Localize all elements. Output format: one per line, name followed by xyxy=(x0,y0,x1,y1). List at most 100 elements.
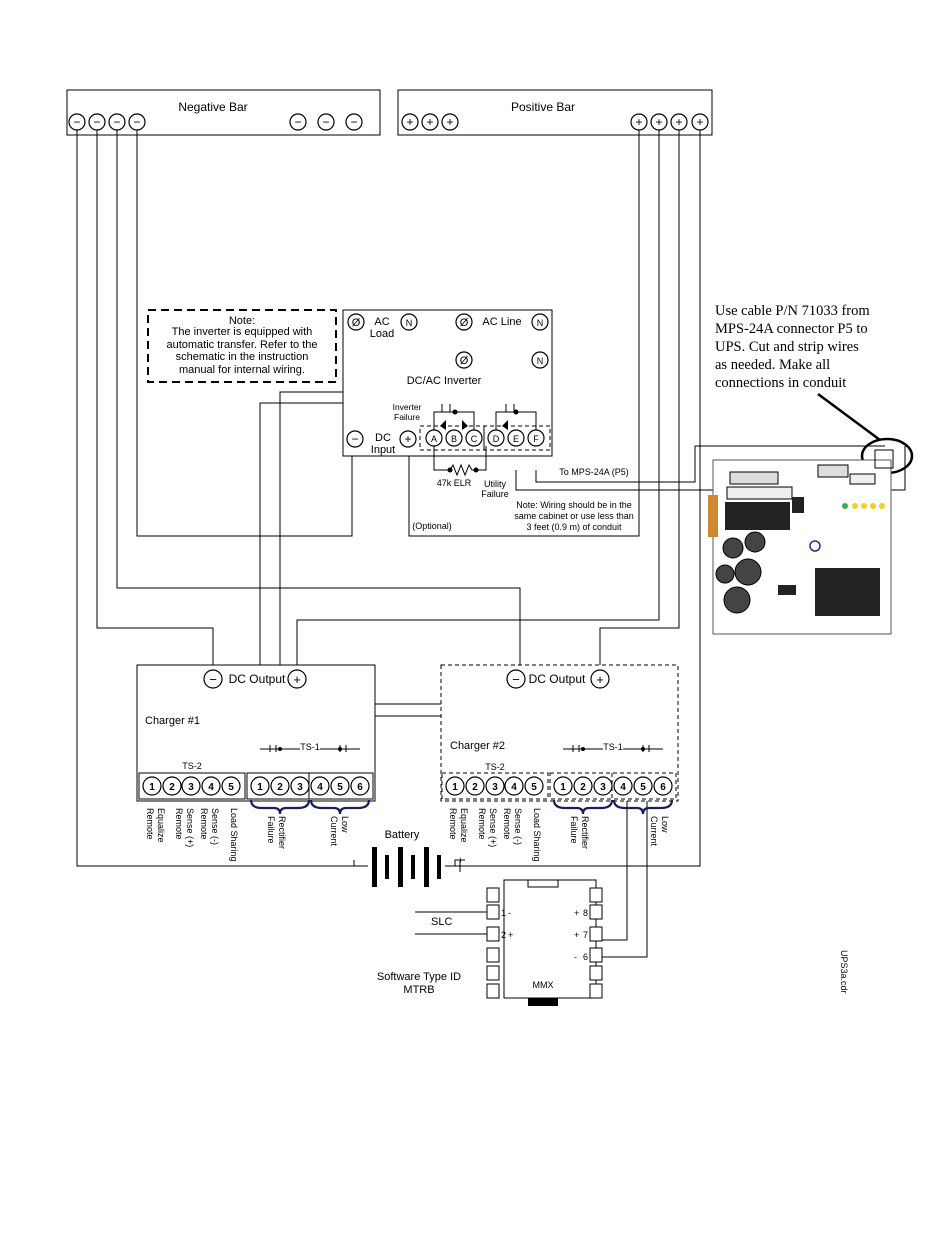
neg-term: − xyxy=(133,115,140,129)
note-heading: Note: xyxy=(229,315,255,327)
neg-term: − xyxy=(113,115,120,129)
to-mps-label: To MPS-24A (P5) xyxy=(559,467,629,477)
ac-load-label: Load xyxy=(370,328,394,340)
svg-text:Low: Low xyxy=(660,816,670,833)
pos-term: + xyxy=(635,115,642,129)
neutral-icon: N xyxy=(537,356,544,366)
cable-note: Use cable P/N 71033 from MPS-24A connect… xyxy=(715,303,870,391)
ts2-label: TS-2 xyxy=(182,761,202,771)
svg-text:2: 2 xyxy=(501,930,506,940)
svg-text:1: 1 xyxy=(257,782,263,793)
charger-1: − DC Output + Charger #1 TS-2 TS-1 1 2 3… xyxy=(136,664,376,815)
mmx-left-terminals: 1 - 2 + xyxy=(486,887,513,999)
neg-term: − xyxy=(294,115,301,129)
svg-text:-: - xyxy=(508,908,511,918)
svg-text:1: 1 xyxy=(149,782,155,793)
software-type-value: MTRB xyxy=(403,984,434,996)
charger-2: − DC Output + Charger #2 TS-2 TS-1 1 2 3… xyxy=(440,664,679,815)
svg-text:2: 2 xyxy=(580,782,586,793)
svg-text:3: 3 xyxy=(188,782,194,793)
svg-text:1: 1 xyxy=(560,782,566,793)
terminal-a: A xyxy=(431,434,437,444)
svg-text:6: 6 xyxy=(660,782,666,793)
svg-text:1: 1 xyxy=(452,782,458,793)
dc-input-label: Input xyxy=(371,444,395,456)
ts1-label: TS-1 xyxy=(603,742,623,752)
mmx-right-terminals: 8 + 7 + 6 - xyxy=(574,887,603,999)
svg-text:Current: Current xyxy=(329,816,339,847)
elr-label: 47k ELR xyxy=(437,478,472,488)
svg-text:Load Sharing: Load Sharing xyxy=(229,808,239,862)
svg-text:+: + xyxy=(574,930,579,940)
neg-term: − xyxy=(322,115,329,129)
neutral-icon: N xyxy=(537,318,544,328)
svg-text:7: 7 xyxy=(583,930,588,940)
charger-2-labels: Remote Equalize Remote Sense (+) Remote … xyxy=(448,808,670,862)
svg-text:2: 2 xyxy=(472,782,478,793)
terminal-e: E xyxy=(513,434,519,444)
plus-icon: + xyxy=(404,432,411,446)
svg-text:Remote: Remote xyxy=(502,808,512,840)
plus-icon: + xyxy=(293,672,301,687)
note-line: manual for internal wiring. xyxy=(179,364,305,376)
minus-icon: − xyxy=(351,432,358,446)
neg-term: − xyxy=(350,115,357,129)
inverter-title: DC/AC Inverter xyxy=(407,375,482,387)
svg-text:1: 1 xyxy=(501,908,506,918)
svg-text:4: 4 xyxy=(511,782,517,793)
pos-term: + xyxy=(406,115,413,129)
optional-label: (Optional) xyxy=(412,521,452,531)
mmx-label: MMX xyxy=(533,980,554,990)
terminal-d: D xyxy=(493,434,500,444)
svg-text:Rectifier: Rectifier xyxy=(277,816,287,849)
plus-icon: + xyxy=(596,672,604,687)
positive-bar: Positive Bar + + + + + + + xyxy=(397,89,713,136)
wiring-note: Note: Wiring should be in the same cabin… xyxy=(514,500,634,532)
svg-text:3: 3 xyxy=(600,782,606,793)
positive-bar-title: Positive Bar xyxy=(511,100,575,114)
utility-failure-label: Failure xyxy=(481,489,509,499)
pos-term: + xyxy=(446,115,453,129)
svg-text:Equalize: Equalize xyxy=(459,808,469,843)
charger-1-labels: Remote Equalize Remote Sense (+) Remote … xyxy=(145,808,350,862)
svg-text:2: 2 xyxy=(169,782,175,793)
pos-term: + xyxy=(696,115,703,129)
charger-title: Charger #1 xyxy=(145,715,200,727)
svg-text:Sense (-): Sense (-) xyxy=(210,808,220,845)
svg-text:UPS. Cut and strip wires: UPS. Cut and strip wires xyxy=(715,339,859,355)
note-line: schematic in the instruction xyxy=(176,351,309,363)
svg-text:5: 5 xyxy=(228,782,234,793)
svg-text:Remote: Remote xyxy=(477,808,487,840)
svg-text:8: 8 xyxy=(583,908,588,918)
svg-text:3 feet (0.9 m) of conduit: 3 feet (0.9 m) of conduit xyxy=(526,522,622,532)
svg-text:same cabinet or use less than: same cabinet or use less than xyxy=(514,511,634,521)
svg-text:6: 6 xyxy=(357,782,363,793)
terminal-b: B xyxy=(451,434,457,444)
svg-text:Rectifier: Rectifier xyxy=(580,816,590,849)
elr-resistor: 47k ELR Utility Failure xyxy=(433,446,509,499)
svg-text:Note: Wiring should be in the: Note: Wiring should be in the xyxy=(516,500,632,510)
svg-text:connections in conduit: connections in conduit xyxy=(715,375,846,391)
file-id: UPS3a.cdr xyxy=(839,950,849,994)
svg-text:+: + xyxy=(508,930,513,940)
svg-text:Load Sharing: Load Sharing xyxy=(532,808,542,862)
software-type-label: Software Type ID xyxy=(377,971,461,983)
svg-text:Equalize: Equalize xyxy=(156,808,166,843)
svg-text:Low: Low xyxy=(340,816,350,833)
svg-text:3: 3 xyxy=(297,782,303,793)
neutral-icon: N xyxy=(406,318,413,328)
ts1-label: TS-1 xyxy=(300,742,320,752)
svg-text:4: 4 xyxy=(208,782,214,793)
plus-icon: + xyxy=(458,855,463,865)
svg-text:MPS-24A connector P5 to: MPS-24A connector P5 to xyxy=(715,321,868,337)
svg-text:Remote: Remote xyxy=(174,808,184,840)
svg-text:5: 5 xyxy=(531,782,537,793)
phase-icon: Ø xyxy=(460,355,469,367)
note-line: The inverter is equipped with xyxy=(172,326,313,338)
dc-input-label: DC xyxy=(375,432,391,444)
svg-text:4: 4 xyxy=(317,782,323,793)
terminal-f: F xyxy=(533,434,539,444)
note-line: automatic transfer. Refer to the xyxy=(166,339,317,351)
slc-label: SLC xyxy=(431,916,452,928)
ac-line-label: AC Line xyxy=(482,316,521,328)
